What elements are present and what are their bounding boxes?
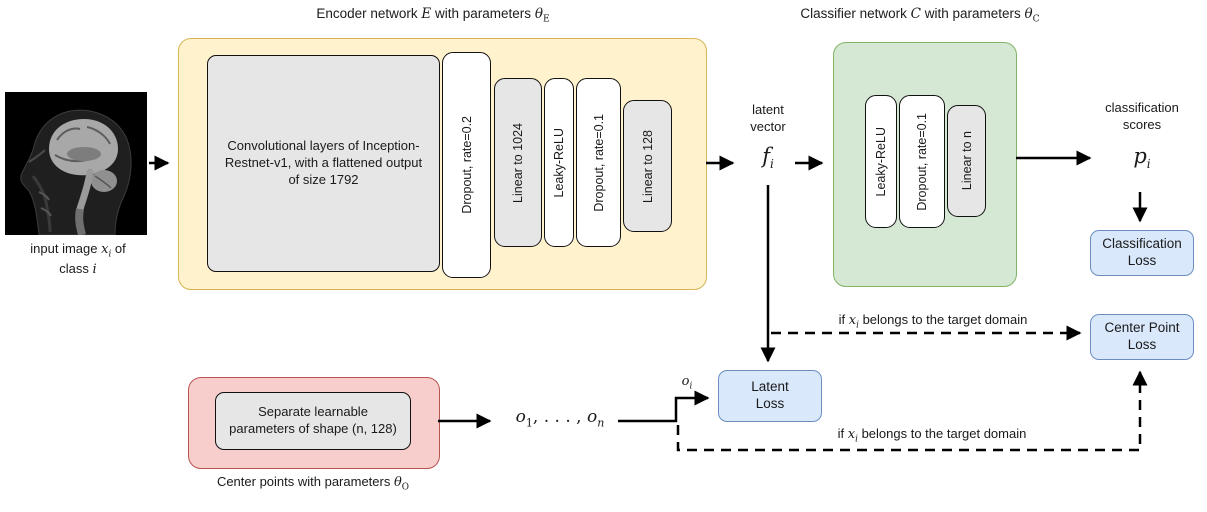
input-image-caption: input image xi of class i [30,241,126,278]
encoder-layer-dropout-01: Dropout, rate=0.1 [576,78,621,247]
encoder-layer-linear-128: Linear to 128 [623,100,672,232]
center-points-outputs-label: o1, . . . , on [515,407,605,430]
brainstem [76,168,94,213]
conv-layers-box: Convolutional layers of Inception-Restne… [207,55,440,272]
facial-detail [31,175,52,233]
encoder-layer-leaky-relu: Leaky-ReLU [544,78,574,247]
classification-loss-box: Classification Loss [1090,230,1194,276]
center-points-params-box: Separate learnable parameters of shape (… [215,392,411,450]
encoder-layer-linear-1024: Linear to 1024 [494,78,542,247]
classification-scores-symbol: pi [1133,144,1151,172]
center-point-loss-box: Center Point Loss [1090,314,1194,360]
center-points-caption: Center points with parameters θO [216,474,410,493]
latent-vector-label: latent vector [750,102,786,134]
corpus-callosum [67,147,101,161]
mri-image [5,92,147,235]
cerebellum [91,170,117,192]
classifier-title: Classifier network C with parameters θC [800,6,1040,25]
latent-loss-box: Latent Loss [718,370,822,422]
encoder-layer-dropout-02: Dropout, rate=0.2 [442,52,491,278]
classifier-layer-leaky-relu: Leaky-ReLU [865,95,897,228]
classification-scores-label: classification scores [1105,100,1179,132]
condition-label-top: if xi belongs to the target domain [838,312,1028,331]
condition-label-bottom: if xi belongs to the target domain [837,426,1027,445]
classifier-layer-dropout-01: Dropout, rate=0.1 [899,95,945,228]
encoder-title: Encoder network E with parameters θE [316,6,550,25]
latent-vector-symbol: fi [762,144,774,172]
spine [75,208,86,235]
classifier-layer-linear-n: Linear to n [947,105,986,217]
oi-label: oi [681,374,693,392]
arrow-outputs-to-latent-loss [618,390,710,423]
